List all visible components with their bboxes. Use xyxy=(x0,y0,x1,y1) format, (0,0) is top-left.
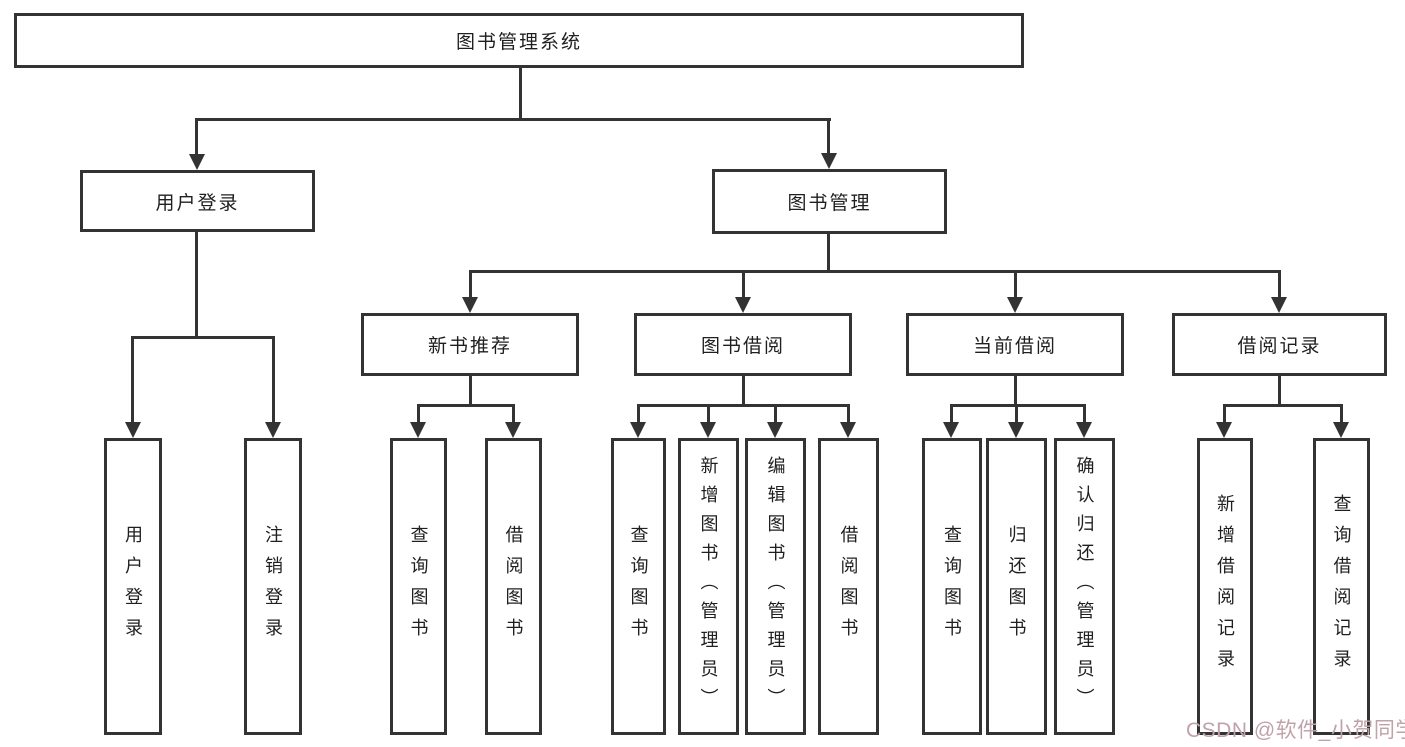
connector-line xyxy=(637,404,849,407)
arrow-down-icon xyxy=(767,422,783,438)
connector-line xyxy=(1014,376,1017,404)
arrow-down-icon xyxy=(630,422,646,438)
connector-line xyxy=(512,404,515,422)
leaf-borrow-books-recommend-label: 借阅图书 xyxy=(503,524,524,649)
connector-line xyxy=(417,404,420,422)
arrow-down-icon xyxy=(462,297,478,313)
leaf-user-login-label: 用户登录 xyxy=(123,524,143,649)
csdn-watermark: CSDN @软件_小贺同学 xyxy=(1186,719,1405,742)
leaf-query-books-borrow: 查询图书 xyxy=(611,438,666,735)
leaf-query-books-current-label: 查询图书 xyxy=(942,524,962,649)
leaf-add-borrow-record-label: 新增借阅记录 xyxy=(1215,493,1235,680)
node-book-borrow-label: 图书借阅 xyxy=(700,336,785,357)
node-book-borrow: 图书借阅 xyxy=(634,313,852,376)
arrow-down-icon xyxy=(1008,422,1024,438)
connector-line xyxy=(417,404,514,407)
connector-line xyxy=(1278,376,1281,404)
connector-line xyxy=(950,404,953,422)
arrow-down-icon xyxy=(505,422,521,438)
leaf-confirm-return-admin-label: 确认归还（管理员） xyxy=(1074,456,1095,717)
node-new-book-recommend-label: 新书推荐 xyxy=(427,336,512,357)
connector-line xyxy=(1223,404,1342,407)
leaf-query-borrow-record-label: 查询借阅记录 xyxy=(1331,493,1352,680)
connector-line xyxy=(1014,270,1017,298)
leaf-query-books-current: 查询图书 xyxy=(922,438,982,735)
connector-line xyxy=(272,336,275,422)
leaf-add-books-admin: 新增图书（管理员） xyxy=(678,438,739,735)
leaf-borrow-books-recommend: 借阅图书 xyxy=(485,438,542,735)
connector-line xyxy=(742,270,745,298)
arrow-down-icon xyxy=(1216,422,1232,438)
arrow-down-icon xyxy=(1333,422,1349,438)
leaf-return-books: 归还图书 xyxy=(986,438,1047,735)
leaf-logout-login: 注销登录 xyxy=(244,438,302,735)
node-root-label: 图书管理系统 xyxy=(455,32,582,53)
leaf-add-books-admin-label: 新增图书（管理员） xyxy=(698,456,719,717)
connector-line xyxy=(132,336,274,339)
arrow-down-icon xyxy=(1076,422,1092,438)
connector-line xyxy=(742,376,745,404)
connector-line xyxy=(827,118,830,155)
arrow-down-icon xyxy=(265,422,281,438)
arrow-down-icon xyxy=(410,422,426,438)
arrow-down-icon xyxy=(189,154,205,170)
leaf-add-borrow-record: 新增借阅记录 xyxy=(1197,438,1253,735)
connector-line xyxy=(195,232,198,336)
leaf-logout-login-label: 注销登录 xyxy=(263,524,283,649)
arrow-down-icon xyxy=(700,422,716,438)
node-borrow-records-label: 借阅记录 xyxy=(1237,336,1322,357)
connector-line xyxy=(1015,404,1018,422)
connector-line xyxy=(469,270,472,298)
leaf-query-books-recommend: 查询图书 xyxy=(390,438,447,735)
connector-line xyxy=(637,404,640,422)
leaf-borrow-books-borrow: 借阅图书 xyxy=(818,438,879,735)
arrow-down-icon xyxy=(943,422,959,438)
arrow-down-icon xyxy=(125,422,141,438)
node-user-login: 用户登录 xyxy=(80,170,315,232)
connector-line xyxy=(774,404,777,422)
connector-line xyxy=(519,68,522,118)
node-root: 图书管理系统 xyxy=(14,13,1024,68)
leaf-user-login: 用户登录 xyxy=(104,438,162,735)
leaf-borrow-books-borrow-label: 借阅图书 xyxy=(838,524,859,649)
arrow-down-icon xyxy=(1007,297,1023,313)
leaf-edit-books-admin: 编辑图书（管理员） xyxy=(745,438,806,735)
leaf-confirm-return-admin: 确认归还（管理员） xyxy=(1054,438,1115,735)
leaf-query-books-recommend-label: 查询图书 xyxy=(408,524,429,649)
leaf-return-books-label: 归还图书 xyxy=(1006,524,1027,649)
connector-line xyxy=(1278,270,1281,298)
node-book-management: 图书管理 xyxy=(712,169,947,234)
connector-line xyxy=(195,118,198,156)
connector-line xyxy=(1340,404,1343,422)
arrow-down-icon xyxy=(821,153,837,169)
arrow-down-icon xyxy=(735,297,751,313)
leaf-edit-books-admin-label: 编辑图书（管理员） xyxy=(765,456,786,717)
arrow-down-icon xyxy=(840,422,856,438)
connector-line xyxy=(131,336,134,422)
connector-line xyxy=(1223,404,1226,422)
node-book-management-label: 图书管理 xyxy=(787,193,872,214)
connector-line xyxy=(707,404,710,422)
arrow-down-icon xyxy=(1271,297,1287,313)
connector-line xyxy=(196,118,831,121)
connector-line xyxy=(827,234,830,270)
leaf-query-books-borrow-label: 查询图书 xyxy=(628,524,649,649)
node-new-book-recommend: 新书推荐 xyxy=(361,313,579,376)
connector-line xyxy=(1083,404,1086,422)
node-current-borrow-label: 当前借阅 xyxy=(972,336,1057,357)
leaf-query-borrow-record: 查询借阅记录 xyxy=(1313,438,1370,735)
connector-line xyxy=(469,270,1281,273)
connector-line xyxy=(847,404,850,422)
node-borrow-records: 借阅记录 xyxy=(1172,313,1387,376)
node-current-borrow: 当前借阅 xyxy=(906,313,1124,376)
node-user-login-label: 用户登录 xyxy=(155,192,240,214)
connector-line xyxy=(469,376,472,404)
